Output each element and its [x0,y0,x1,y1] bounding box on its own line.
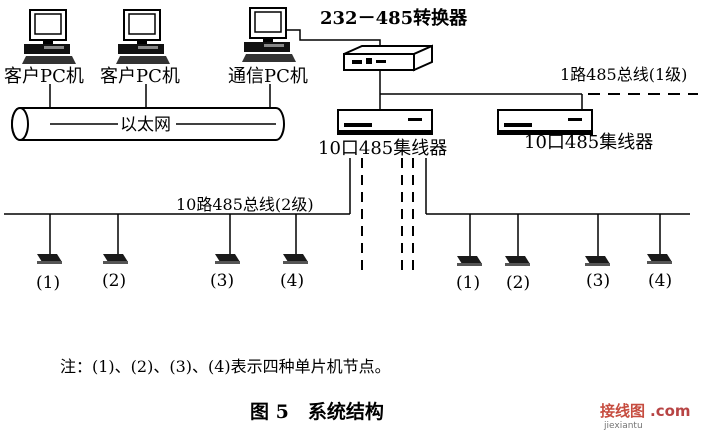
node-1-right-icon [457,256,482,266]
watermark-suffix: .com [650,402,691,420]
client-pc-2-label: 客户PC机 [100,66,180,87]
comm-pc-label: 通信PC机 [228,66,308,87]
hub-right-icon [497,109,593,135]
node-3-left-label: (3) [210,271,234,291]
converter-label: 232－485转换器 [320,7,468,29]
hub-left-icon [337,109,433,135]
node-4-right-label: (4) [648,271,672,291]
hub-right-label: 10口485集线器 [524,132,653,153]
node-4-right-icon [647,254,672,264]
node-2-right-icon [505,256,530,266]
node-3-right-label: (3) [586,271,610,291]
node-4-left-label: (4) [280,271,304,291]
hub-left-label: 10口485集线器 [318,138,447,159]
node-3-right-icon [585,256,610,266]
client-pc-1-label: 客户PC机 [4,66,84,87]
node-1-right-label: (1) [456,273,480,293]
node-2-right-label: (2) [506,273,530,293]
figure-caption: 图 5 系统结构 [250,400,384,423]
node-3-left-icon [215,254,240,264]
hub-left-dashed-ports [361,158,414,272]
site-watermark-logo: 接线图 .com jiexiantu [600,402,691,431]
node-1-left-label: (1) [36,273,60,293]
node-1-left-icon [37,254,62,264]
bus-level2-label: 10路485总线(2级) [176,195,314,214]
comm-pc-to-converter-line [286,29,381,46]
ethernet-cable [11,107,285,141]
converter-device-icon [343,44,433,72]
bus-level1-label: 1路485总线(1级) [560,65,687,84]
node-2-left-label: (2) [102,271,126,291]
ethernet-label: 以太网 [120,115,171,135]
watermark-text: 接线图 [600,402,645,420]
watermark-url: jiexiantu [603,421,643,431]
comm-pc-icon [241,7,297,63]
client-pc-1-icon [21,9,77,65]
bus-level1-lines [379,70,583,110]
client-pc-2-icon [115,9,171,65]
diagram-note: 注：(1)、(2)、(3)、(4)表示四种单片机节点。 [60,357,391,376]
right-node-drops [469,214,661,256]
node-2-left-icon [103,254,128,264]
node-4-left-icon [283,254,308,264]
left-node-drops [49,214,297,254]
